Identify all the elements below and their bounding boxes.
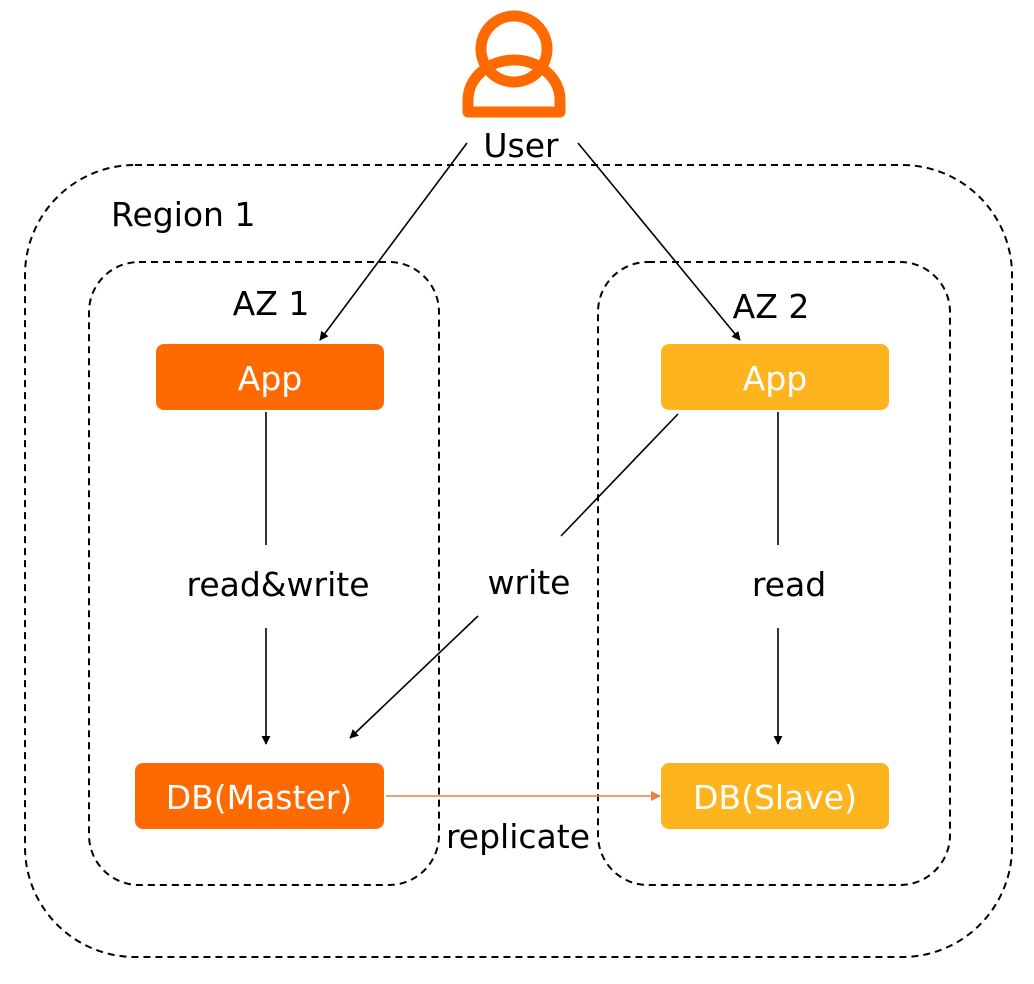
user-label: User — [483, 126, 559, 165]
db-master-label: DB(Master) — [166, 778, 353, 817]
user-icon — [462, 10, 566, 118]
region-label: Region 1 — [111, 195, 255, 234]
app2-label: App — [743, 359, 807, 398]
user-to-app2-arrow — [577, 142, 741, 341]
user-to-app1-arrow — [319, 142, 468, 341]
read-label: read — [752, 565, 826, 604]
read-write-label: read&write — [186, 565, 369, 604]
az2-boundary — [597, 261, 951, 886]
app1-node: App — [156, 344, 384, 410]
az1-label: AZ 1 — [233, 284, 310, 323]
write-label: write — [488, 563, 571, 602]
region-boundary — [24, 164, 1013, 958]
db-slave-label: DB(Slave) — [693, 778, 857, 817]
db-slave-node: DB(Slave) — [661, 763, 889, 829]
app2-node: App — [661, 344, 889, 410]
write-line — [560, 413, 679, 537]
write-arrow — [349, 615, 479, 739]
app1-label: App — [238, 359, 302, 398]
az1-boundary — [88, 261, 440, 886]
replicate-label: replicate — [446, 817, 590, 856]
db-master-node: DB(Master) — [135, 763, 384, 829]
az2-label: AZ 2 — [733, 287, 810, 326]
